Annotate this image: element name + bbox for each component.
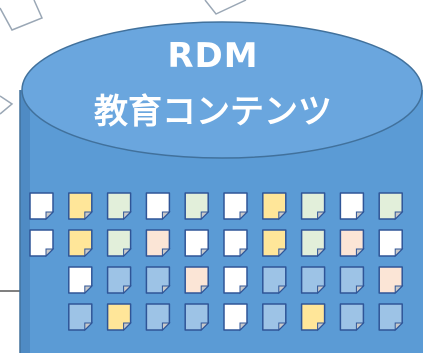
document-fold [161, 322, 171, 332]
cylinder-body-shadow [20, 90, 30, 353]
cylinder-top [21, 21, 423, 159]
document-fold [317, 285, 326, 295]
document-grid [29, 192, 404, 332]
document-fold [45, 211, 55, 221]
document-fold [161, 211, 171, 221]
document-fold [355, 211, 365, 221]
document-fold [317, 211, 326, 221]
document-fold [278, 248, 288, 258]
document-fold [123, 285, 132, 295]
document-fold [355, 322, 365, 332]
document-fold [200, 211, 210, 221]
document-fold [317, 248, 326, 258]
document-fold [239, 211, 249, 221]
document-fold [394, 322, 404, 332]
document-fold [355, 248, 365, 258]
document-fold [123, 322, 132, 332]
document-fold [278, 211, 288, 221]
document-fold [394, 248, 404, 258]
document-fold [239, 248, 249, 258]
document-fold [239, 285, 249, 295]
document-fold [278, 285, 288, 295]
cylinder-title-line-2: 教育コンテンツ [94, 92, 332, 132]
partial-shape-mid-left [0, 95, 14, 115]
document-fold [200, 248, 210, 258]
document-fold [394, 285, 404, 295]
document-fold [317, 322, 326, 332]
document-fold [123, 211, 132, 221]
document-fold [394, 211, 404, 221]
document-fold [84, 285, 94, 295]
document-fold [239, 322, 249, 332]
document-fold [45, 248, 55, 258]
partial-shape-top-right [204, 0, 247, 15]
document-fold [123, 248, 132, 258]
document-fold [161, 285, 171, 295]
document-fold [84, 322, 94, 332]
partial-shape-top-left [0, 0, 44, 31]
document-fold [278, 322, 288, 332]
cylinder-title-line-1: RDM [167, 36, 259, 76]
document-fold [355, 285, 365, 295]
document-fold [161, 248, 171, 258]
document-fold [84, 248, 94, 258]
document-fold [84, 211, 94, 221]
document-fold [200, 322, 210, 332]
document-fold [200, 285, 210, 295]
